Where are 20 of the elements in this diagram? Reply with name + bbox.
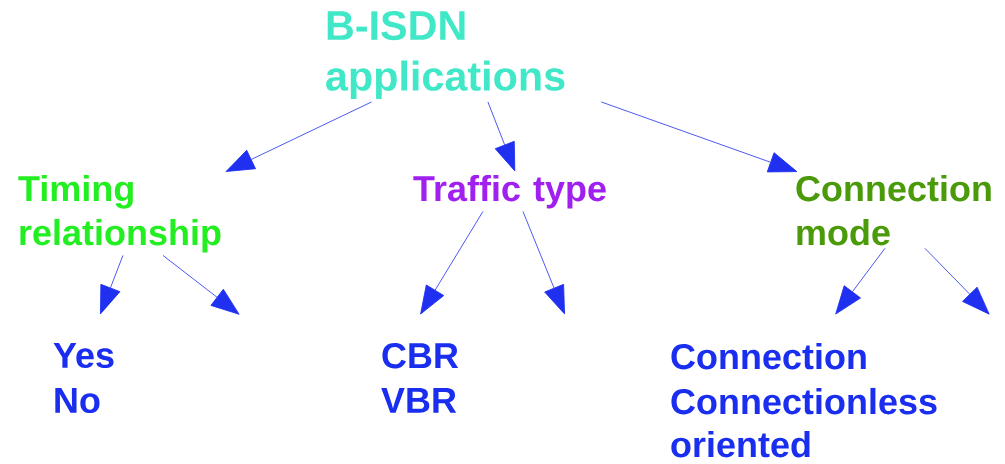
arrow <box>162 255 240 315</box>
arrow <box>522 211 565 315</box>
category-label: Traffic type <box>413 174 606 209</box>
arrow <box>600 101 798 173</box>
option-label: CBR <box>382 342 459 369</box>
option-label: VBR <box>381 387 457 413</box>
option-label: oriented <box>671 430 810 458</box>
arrow <box>487 101 516 172</box>
arrow <box>100 255 124 315</box>
category-label: Timing relationship <box>18 174 221 253</box>
arrow <box>924 247 990 315</box>
option-label: Connectionless <box>671 387 937 415</box>
option-label: Connection <box>671 342 866 370</box>
option-label: Yes <box>53 342 114 369</box>
option-label: No <box>55 387 100 414</box>
arrow <box>225 101 372 172</box>
arrow <box>420 211 484 315</box>
category-label: B-ISDN applications <box>326 10 565 100</box>
category-label: Connection mode <box>796 174 991 246</box>
arrow <box>835 247 886 315</box>
